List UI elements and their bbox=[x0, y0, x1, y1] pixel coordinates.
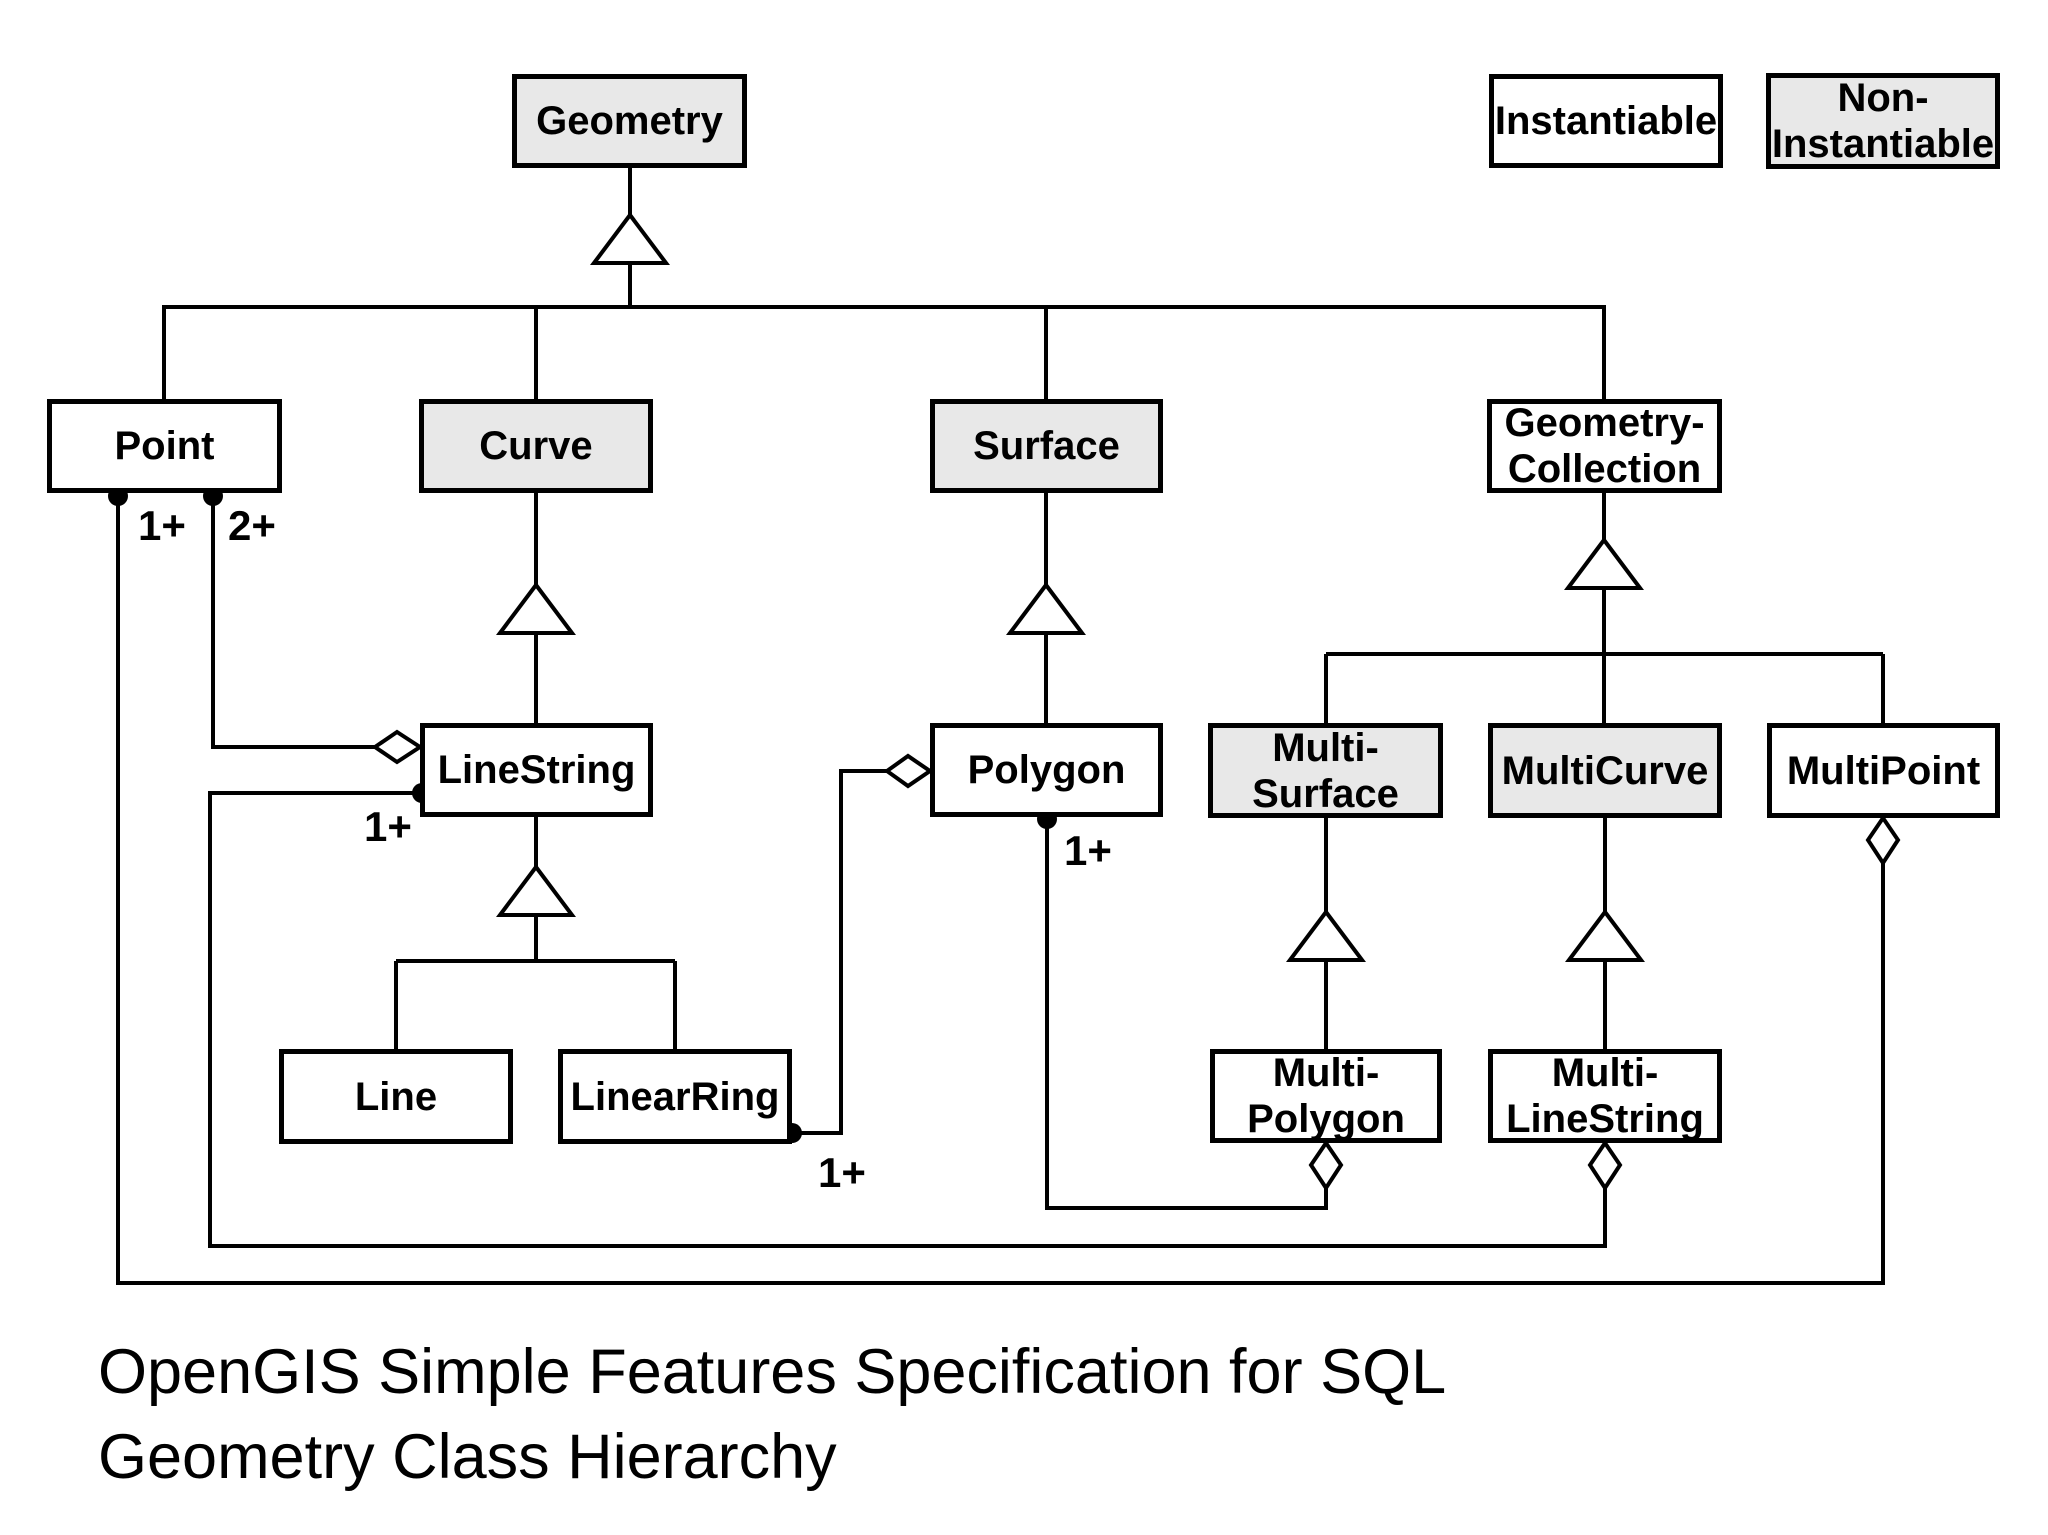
linestring-generalization-edge bbox=[394, 817, 677, 1049]
diagram-title: OpenGIS Simple Features Specification fo… bbox=[98, 1330, 1446, 1500]
generalization-arrow-surface-icon bbox=[1006, 581, 1086, 635]
diagram-title-line2: Geometry Class Hierarchy bbox=[98, 1422, 837, 1492]
aggregation-diamond-multipoint-icon bbox=[1865, 814, 1901, 867]
class-box-curve: Curve bbox=[419, 399, 653, 493]
legend-instantiable-label: Instantiable bbox=[1494, 99, 1718, 143]
class-label-linearring: LinearRing bbox=[570, 1074, 780, 1119]
generalization-arrow-geometry-icon bbox=[590, 211, 670, 265]
class-label-geometry-collection-line2: Collection bbox=[1507, 447, 1702, 491]
class-box-surface: Surface bbox=[930, 399, 1163, 493]
generalization-arrow-geometry-collection-icon bbox=[1564, 536, 1644, 590]
class-box-multipoint: MultiPoint bbox=[1767, 723, 2000, 818]
multiplicity-linearring-to-polygon: 1+ bbox=[818, 1149, 866, 1196]
class-box-multicurve: MultiCurve bbox=[1488, 723, 1722, 818]
class-box-multi-surface: Multi- Surface bbox=[1208, 723, 1443, 818]
multiplicity-point-to-linestring: 2+ bbox=[228, 502, 276, 549]
generalization-arrow-multisurface-icon bbox=[1286, 908, 1366, 962]
polygon-linearring-aggregation-edge bbox=[792, 769, 887, 1135]
class-box-polygon: Polygon bbox=[930, 723, 1163, 817]
class-label-polygon: Polygon bbox=[967, 748, 1126, 792]
class-label-multicurve: MultiCurve bbox=[1501, 748, 1709, 793]
multiplicity-linestring-to-multilinestring: 1+ bbox=[364, 803, 412, 850]
multilinestring-linestring-aggregation-edge bbox=[208, 791, 1607, 1248]
generalization-arrow-multicurve-icon bbox=[1565, 908, 1645, 962]
class-label-multipoint: MultiPoint bbox=[1786, 748, 1981, 793]
aggregation-diamond-multilinestring-icon bbox=[1587, 1139, 1623, 1192]
class-label-multi-surface-line1: Multi- bbox=[1272, 725, 1379, 770]
legend-non-instantiable-box: Non- Instantiable bbox=[1766, 73, 2000, 169]
diagram-title-line1: OpenGIS Simple Features Specification fo… bbox=[98, 1337, 1447, 1407]
class-label-linestring: LineString bbox=[437, 748, 636, 792]
class-box-geometry: Geometry bbox=[512, 74, 747, 168]
class-label-curve: Curve bbox=[479, 424, 593, 468]
multiplicity-polygon-to-multipolygon: 1+ bbox=[1064, 827, 1112, 874]
multipolygon-polygon-aggregation-edge bbox=[1045, 817, 1328, 1210]
class-box-geometry-collection: Geometry- Collection bbox=[1487, 399, 1722, 493]
legend-instantiable-box: Instantiable bbox=[1489, 74, 1723, 168]
class-label-multi-linestring-line1: Multi- bbox=[1551, 1051, 1659, 1095]
class-label-multi-linestring-line2: LineString bbox=[1506, 1097, 1704, 1141]
multipoint-point-aggregation-edge bbox=[116, 493, 1885, 1285]
aggregation-diamond-multipolygon-icon bbox=[1308, 1139, 1344, 1192]
class-label-multi-surface-line2: Surface bbox=[1252, 771, 1399, 816]
class-label-geometry-collection-line1: Geometry- bbox=[1504, 401, 1705, 445]
class-label-point: Point bbox=[114, 424, 215, 468]
class-label-line: Line bbox=[354, 1074, 438, 1119]
generalization-arrow-curve-icon bbox=[496, 581, 576, 635]
linestring-point-aggregation-edge bbox=[211, 493, 375, 749]
class-box-multi-linestring: Multi- LineString bbox=[1488, 1049, 1722, 1143]
generalization-arrow-linestring-icon bbox=[496, 863, 576, 917]
legend-non-instantiable-label-line2: Instantiable bbox=[1771, 122, 1995, 166]
class-box-line: Line bbox=[279, 1049, 513, 1144]
class-box-linestring: LineString bbox=[420, 723, 653, 817]
aggregation-diamond-linestring-icon bbox=[371, 729, 424, 765]
multiplicity-point-to-multipoint: 1+ bbox=[138, 502, 186, 549]
geometry-collection-generalization-edge bbox=[1324, 493, 1885, 723]
legend-non-instantiable-label-line1: Non- bbox=[1837, 76, 1929, 120]
class-box-multi-polygon: Multi- Polygon bbox=[1210, 1049, 1442, 1143]
class-label-surface: Surface bbox=[973, 424, 1120, 468]
class-label-multi-polygon-line1: Multi- bbox=[1272, 1051, 1380, 1095]
class-box-linearring: LinearRing bbox=[558, 1049, 792, 1144]
geometry-generalization-edge bbox=[162, 168, 1606, 399]
class-label-geometry: Geometry bbox=[536, 99, 723, 143]
class-label-multi-polygon-line2: Polygon bbox=[1247, 1097, 1405, 1141]
aggregation-diamond-polygon-icon bbox=[883, 753, 934, 789]
class-box-point: Point bbox=[47, 399, 282, 493]
